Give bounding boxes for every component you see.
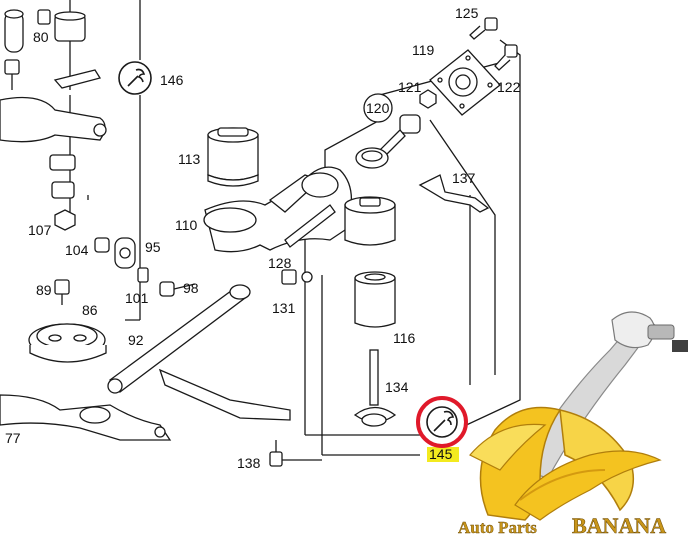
bolt-134 [353,349,397,427]
callout-89: 89 [36,282,52,298]
callout-92: 92 [128,332,144,348]
callout-125: 125 [455,5,479,21]
bushing-116 [354,271,396,328]
callout-101: 101 [125,290,149,306]
wrench-icon-146 [118,61,152,95]
callout-146: 146 [160,72,184,88]
callout-104: 104 [65,242,89,258]
lower-arm-77 [0,368,291,441]
spring-seat-86 [28,323,107,363]
control-arm-110 [203,166,396,253]
highlighted-part-145[interactable] [416,396,468,462]
callout-95: 95 [145,239,161,255]
callout-145: 145 [429,446,453,462]
callout-128: 128 [268,255,292,271]
banana-picture [469,406,662,521]
callout-86: 86 [82,302,98,318]
callout-80: 80 [33,29,49,45]
brand-prefix: Auto Parts [458,518,537,537]
callout-138: 138 [237,455,261,471]
callout-131: 131 [272,300,296,316]
callout-107: 107 [28,222,52,238]
callout-121: 121 [398,79,422,95]
wrench-icon-145 [426,406,458,438]
callout-110: 110 [175,217,198,233]
callout-120: 120 [366,100,390,116]
brand-name: BANANA [572,513,666,538]
callout-77: 77 [5,430,21,446]
small-parts [54,237,313,467]
bracket-137 [418,174,490,213]
mount-plate-119 [429,49,501,116]
highlight-label-bg [427,447,459,462]
bolt-125 [469,17,498,40]
bolt-122 [494,44,518,71]
left-arm-assembly [0,59,107,231]
bushing-113 [207,127,259,187]
callout-137: 137 [452,170,476,186]
stud-120-121 [355,89,437,169]
callout-labels: 80 146 125 119 122 121 120 113 137 110 1… [5,5,521,471]
callout-116: 116 [393,330,416,346]
callout-134: 134 [385,379,409,395]
callout-113: 113 [178,151,201,167]
strut-rod-92 [107,284,251,394]
callout-98: 98 [183,280,199,296]
callout-119: 119 [412,42,435,58]
bushing-80 [4,9,86,53]
brand-logo: Auto Parts BANANA [458,311,688,538]
callout-122: 122 [497,79,521,95]
